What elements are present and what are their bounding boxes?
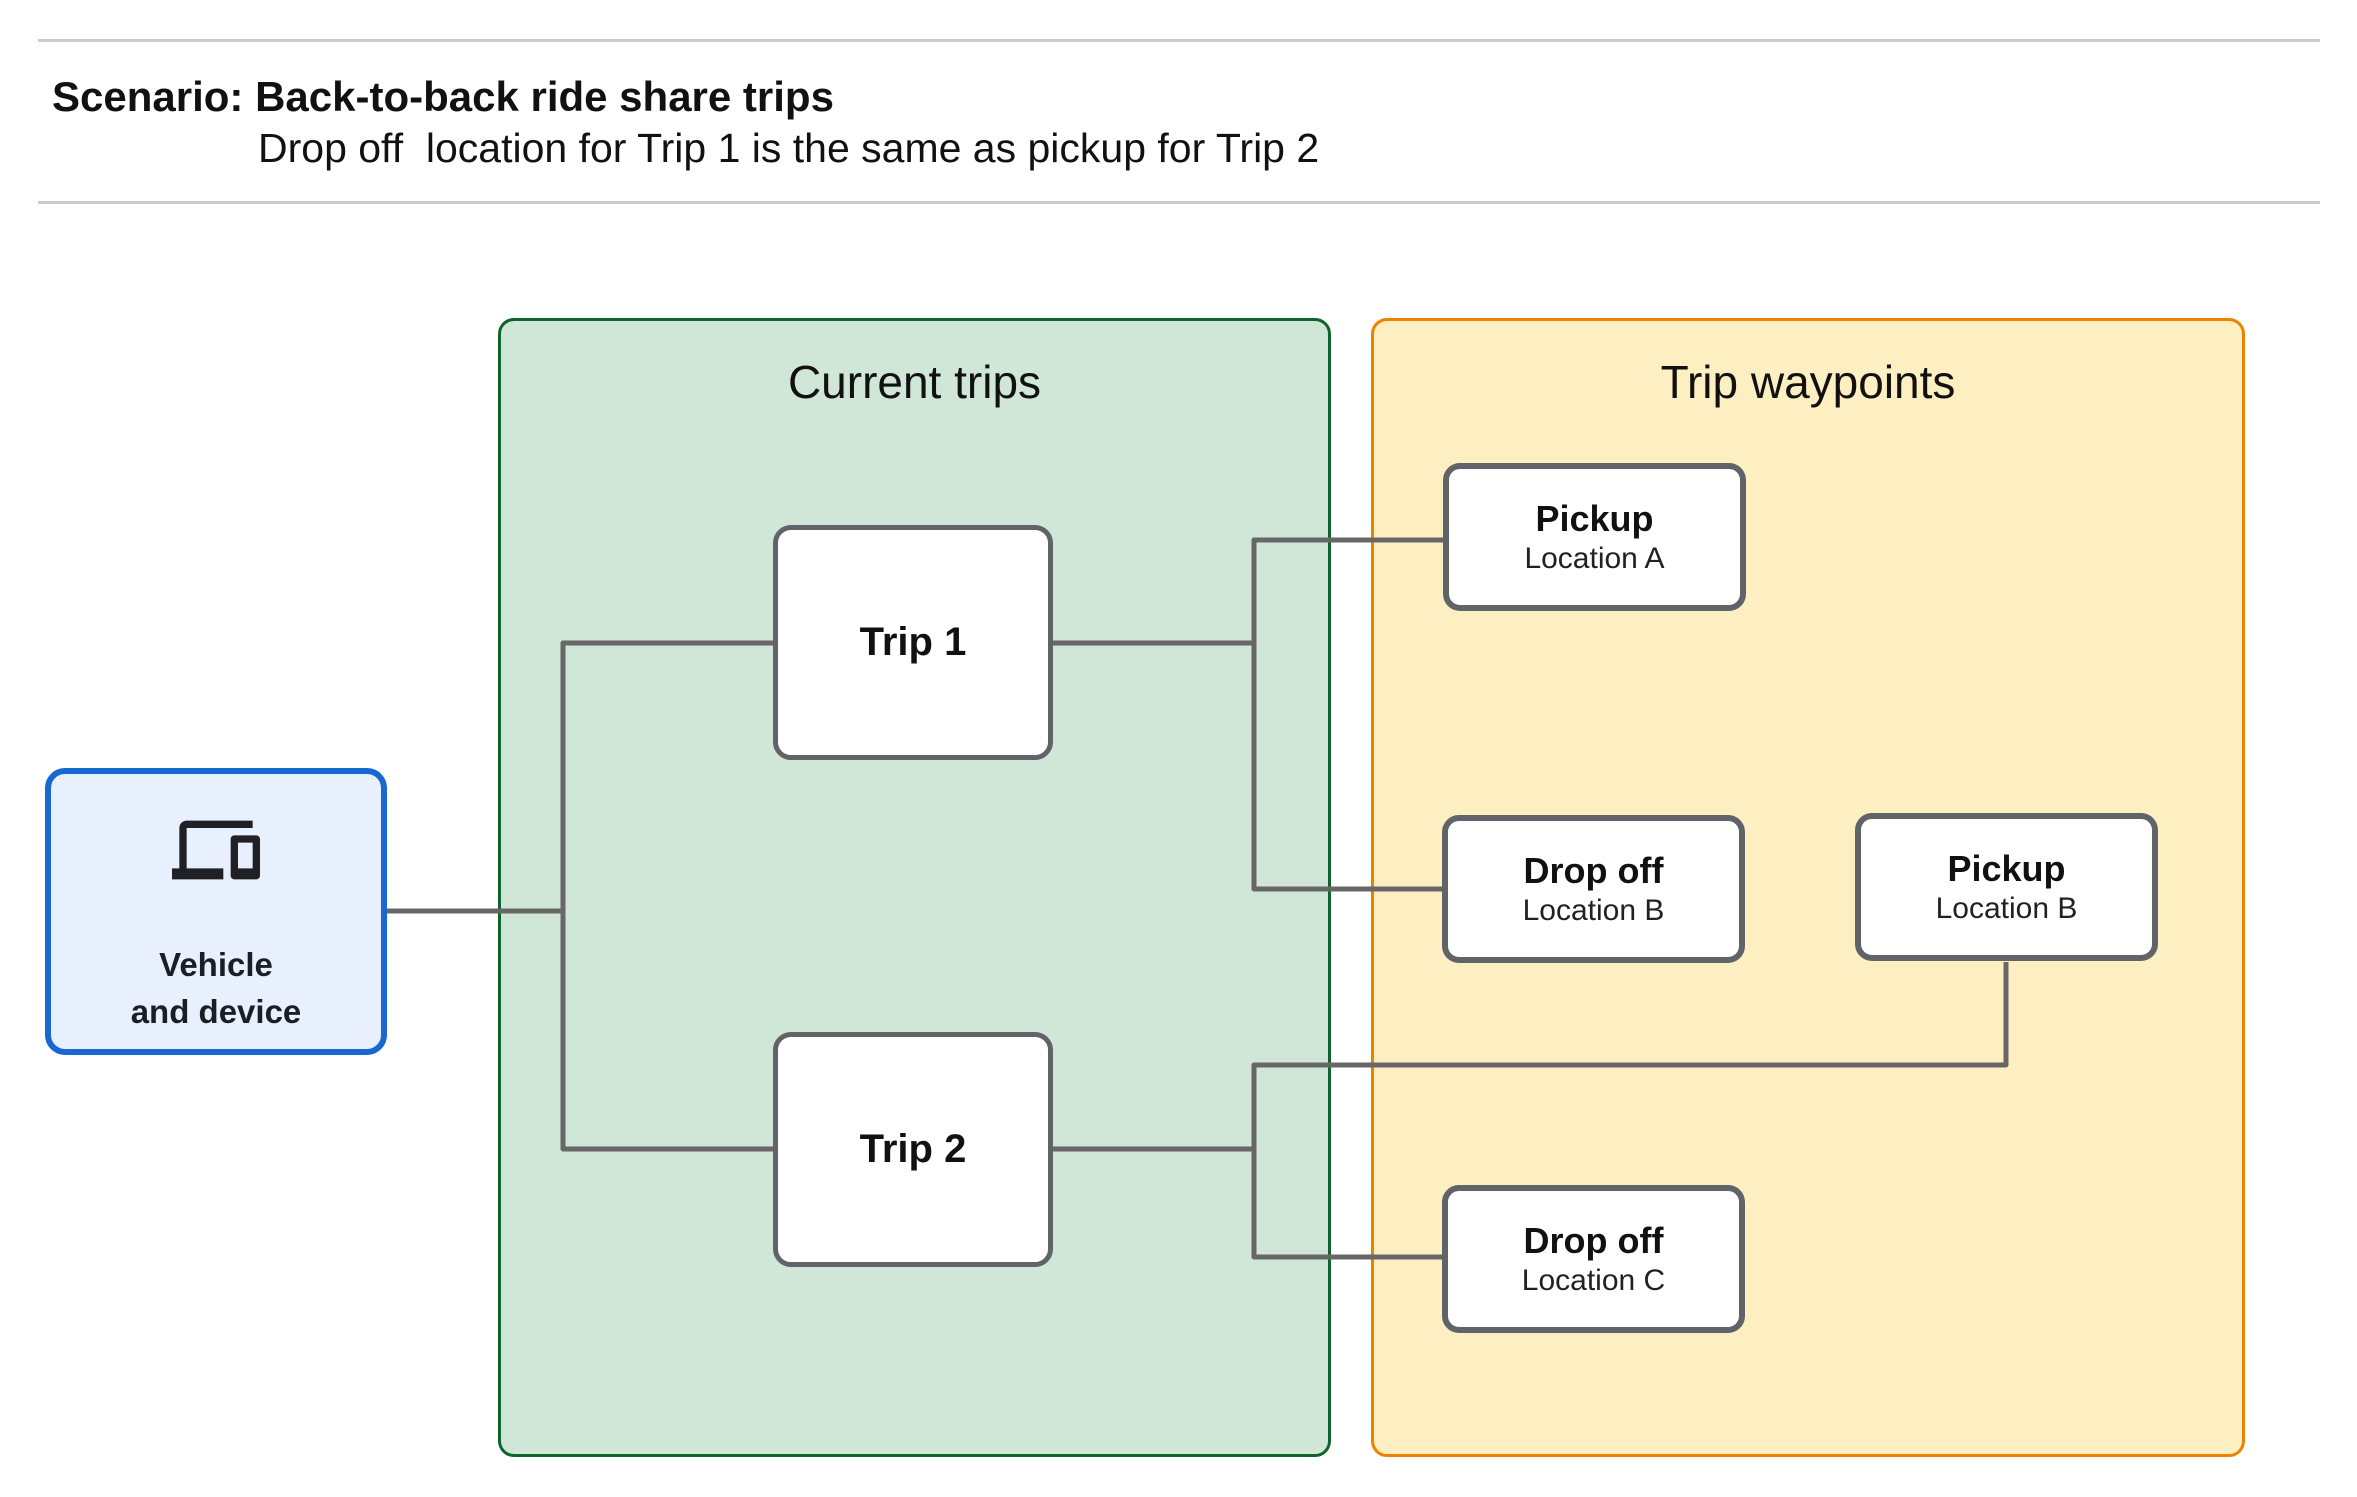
header-divider bbox=[38, 201, 2320, 204]
devices-icon bbox=[51, 806, 381, 894]
trip-2-node: Trip 2 bbox=[773, 1032, 1053, 1267]
pickup-a-subtitle: Location A bbox=[1524, 541, 1665, 575]
page-title: Scenario: Back-to-back ride share trips bbox=[52, 73, 834, 120]
dropoff-location-b-node: Drop off Location B bbox=[1442, 815, 1745, 963]
page-subtitle: Drop off location for Trip 1 is the same… bbox=[258, 125, 1320, 171]
pickup-location-b-node: Pickup Location B bbox=[1855, 813, 2158, 961]
trip-2-label: Trip 2 bbox=[859, 1127, 967, 1171]
vehicle-and-device-node: Vehicle and device bbox=[45, 768, 387, 1055]
trip-1-label: Trip 1 bbox=[859, 620, 967, 664]
dropoff-b-subtitle: Location B bbox=[1522, 893, 1665, 927]
vehicle-label-line2: and device bbox=[130, 992, 302, 1030]
vehicle-and-device-label: Vehicle and device bbox=[51, 942, 381, 1036]
pickup-b-subtitle: Location B bbox=[1935, 891, 2078, 925]
dropoff-b-title: Drop off bbox=[1523, 849, 1664, 891]
pickup-location-a-node: Pickup Location A bbox=[1443, 463, 1746, 611]
pickup-b-title: Pickup bbox=[1947, 847, 2066, 889]
trip-waypoints-title: Trip waypoints bbox=[1660, 356, 1956, 408]
vehicle-label-line1: Vehicle bbox=[159, 946, 273, 983]
pickup-a-title: Pickup bbox=[1535, 497, 1654, 539]
dropoff-c-title: Drop off bbox=[1523, 1219, 1664, 1261]
trip-1-node: Trip 1 bbox=[773, 525, 1053, 760]
current-trips-title: Current trips bbox=[787, 356, 1042, 408]
top-divider bbox=[38, 39, 2320, 42]
current-trips-group: Current trips Trip 1 Trip 2 bbox=[498, 318, 1331, 1457]
dropoff-c-subtitle: Location C bbox=[1521, 1263, 1666, 1297]
dropoff-location-c-node: Drop off Location C bbox=[1442, 1185, 1745, 1333]
trip-waypoints-group: Trip waypoints Pickup Location A Drop of… bbox=[1371, 318, 2245, 1457]
